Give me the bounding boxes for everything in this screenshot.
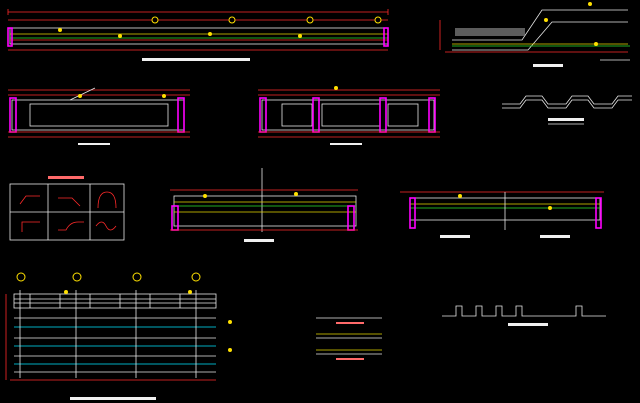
grid-bubbles <box>16 16 382 282</box>
beam-section-left <box>8 87 190 145</box>
beam-long-elevation <box>7 9 389 61</box>
reinforcement-plan-grid <box>5 290 217 400</box>
slab-elevation-right <box>400 191 604 238</box>
beam-section-middle <box>258 89 440 145</box>
stepped-slab-section <box>439 9 630 67</box>
callout-dots <box>58 2 598 352</box>
corrugated-profile <box>502 95 632 125</box>
small-section-stack <box>316 317 382 360</box>
notched-profile <box>442 305 606 326</box>
bar-shape-table <box>9 176 125 241</box>
slab-elevation-middle <box>170 168 358 242</box>
beam-long-title-bar <box>142 58 250 61</box>
